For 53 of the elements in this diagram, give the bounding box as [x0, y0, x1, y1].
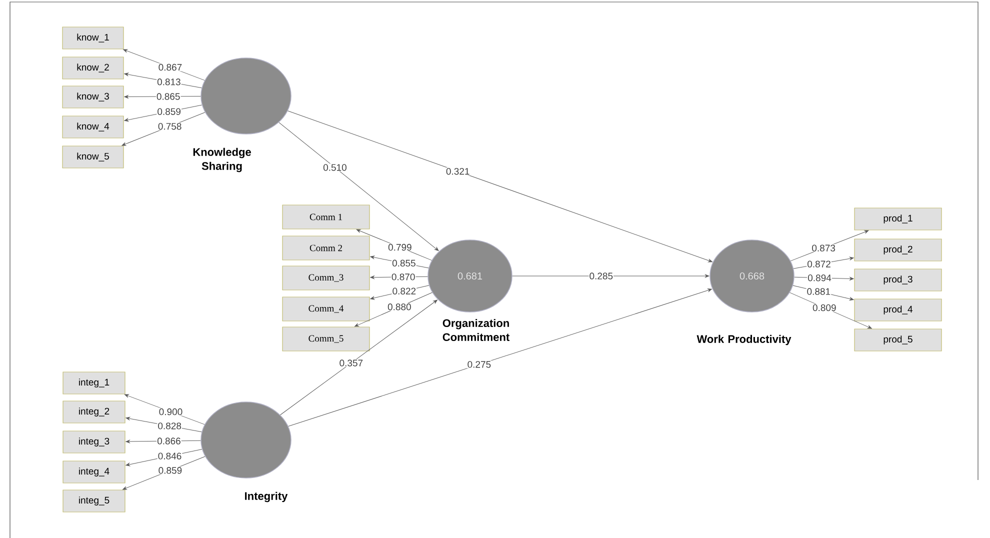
edge-label: 0.275: [466, 360, 492, 368]
indicator-box: know_5: [62, 146, 124, 168]
indicator-box: prod_2: [854, 238, 942, 262]
edge-label: 0.321: [445, 168, 470, 176]
edge-label: 0.900: [158, 408, 184, 416]
edge-label: 0.881: [806, 288, 832, 296]
variable-label: Integrity: [245, 492, 288, 502]
edge-label: 0.855: [392, 259, 416, 268]
edge-label: 0.846: [157, 452, 182, 460]
indicator-box: know_1: [62, 26, 124, 50]
arrow: [288, 288, 712, 427]
variable-label: Organization Commitment: [442, 318, 510, 342]
indicator-box: prod_4: [854, 298, 942, 322]
indicator-box: Comm 1: [282, 204, 370, 230]
variable-label: Work Productivity: [696, 334, 792, 346]
arrow: [280, 300, 438, 416]
indicator-box: Comm_5: [282, 326, 370, 352]
indicator-box: integ_3: [62, 430, 126, 454]
indicator-box: integ_1: [62, 372, 126, 394]
arrow: [288, 110, 712, 262]
edge-label: 0.865: [156, 92, 181, 100]
edge-label: 0.758: [157, 122, 182, 130]
indicator-box: Comm_3: [282, 266, 370, 290]
indicator-box: prod_1: [854, 208, 942, 230]
edge-label: 0.872: [806, 260, 832, 268]
indicator-box: integ_5: [62, 490, 126, 512]
indicator-box: know_4: [62, 116, 124, 138]
indicator-box: integ_4: [62, 460, 126, 484]
arrow: [278, 122, 439, 251]
edge-label: 0.828: [157, 422, 182, 430]
edge-label: 0.510: [322, 164, 348, 172]
edge-label: 0.859: [156, 108, 182, 116]
edge-label: 0.866: [156, 437, 182, 445]
indicator-box: know_2: [62, 56, 124, 80]
edge-label: 0.285: [588, 272, 614, 280]
edge-label: 0.873: [811, 244, 836, 252]
indicator-box: integ_2: [62, 400, 126, 424]
edge-label: 0.859: [158, 466, 183, 474]
variable-label: Knowledge Sharing: [193, 148, 251, 172]
edge-label: 0.813: [156, 78, 182, 86]
edge-label: 0.357: [338, 359, 364, 367]
indicator-box: prod_5: [854, 328, 942, 352]
edge-label: 0.867: [158, 63, 183, 72]
edge-label: 0.894: [807, 274, 832, 282]
edge-label: 0.799: [388, 243, 412, 252]
indicator-box: know_3: [62, 86, 124, 108]
edge-label: 0.822: [392, 287, 417, 295]
edge-label: 0.809: [812, 304, 837, 312]
indicator-box: prod_3: [854, 268, 942, 292]
indicator-box: Comm_4: [282, 296, 370, 322]
indicator-box: Comm 2: [282, 236, 370, 260]
edge-label: 0.880: [387, 303, 412, 311]
edge-label: 0.870: [390, 273, 416, 281]
